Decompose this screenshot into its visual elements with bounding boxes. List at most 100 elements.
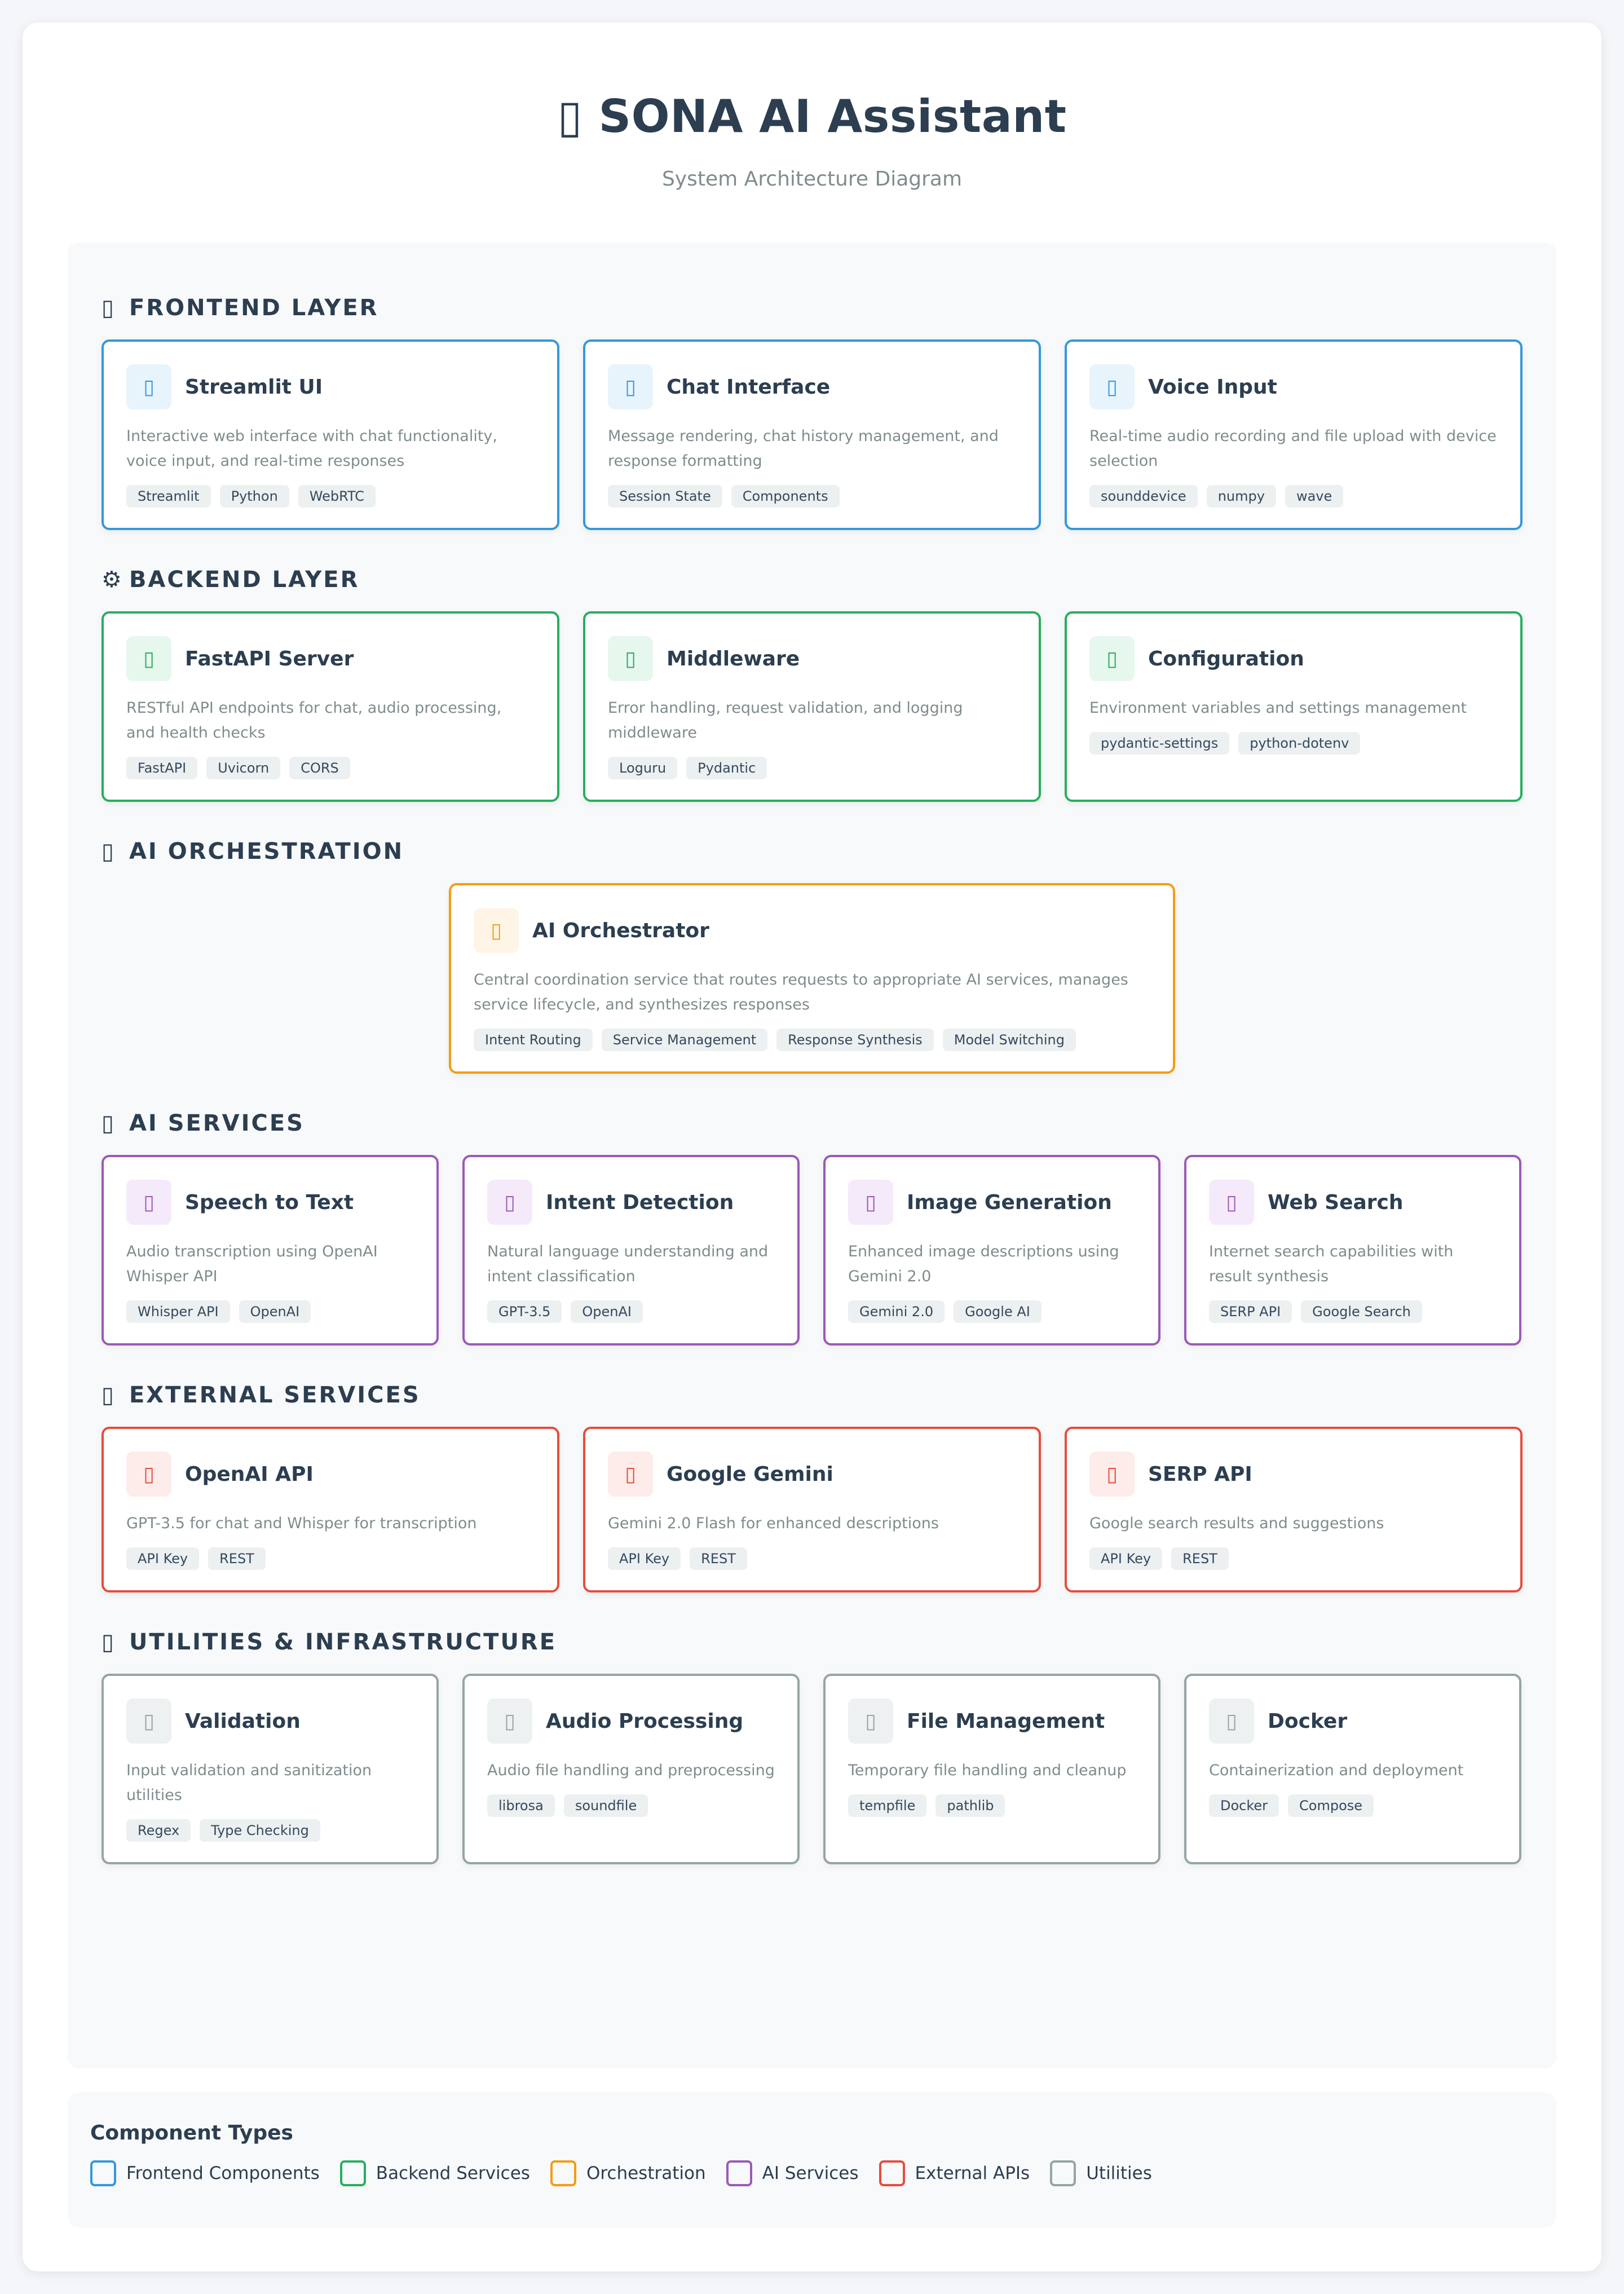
tech-tag: REST [690, 1547, 747, 1570]
card-header: ▯ Speech to Text [126, 1180, 414, 1225]
card-title: Intent Detection [546, 1190, 734, 1214]
header: ▯ SONA AI Assistant System Architecture … [23, 23, 1601, 191]
card-header: ▯Google Gemini [608, 1452, 1016, 1497]
card-description: Environment variables and settings manag… [1089, 699, 1467, 717]
card-header: ▯Docker [1209, 1699, 1497, 1744]
chat-icon: ▯ [608, 364, 653, 409]
section-title: ▯ AI SERVICES [102, 1109, 1522, 1138]
card-description: Interactive web interface with chat func… [126, 427, 497, 470]
architecture-diagram: ▯ FRONTEND LAYER ▯Streamlit UI Interactive… [68, 242, 1556, 2068]
tech-tag: Streamlit [126, 485, 211, 508]
section-title-text: AI SERVICES [129, 1110, 304, 1136]
speech-icon: ▯ [126, 1180, 171, 1225]
serp-icon: ▯ [1089, 1452, 1135, 1497]
tech-tag: librosa [487, 1794, 555, 1817]
tech-tag: OpenAI [239, 1300, 311, 1323]
card-header: ▯Chat Interface [608, 364, 1016, 409]
folder-icon: ▯ [848, 1699, 893, 1744]
target-icon: ▯ [487, 1180, 532, 1225]
tech-tag: Whisper API [126, 1300, 230, 1323]
ai-icon: ▯ [102, 1110, 116, 1136]
tech-tag: numpy [1206, 485, 1276, 508]
legend-item: Backend Services [339, 2160, 530, 2186]
card-description: Gemini 2.0 Flash for enhanced descriptio… [608, 1515, 939, 1532]
section-title-text: FRONTEND LAYER [129, 295, 379, 321]
page-title-text: SONA AI Assistant [598, 90, 1067, 143]
card-description: Temporary file handling and cleanup [848, 1762, 1127, 1779]
legend-title: Component Types [90, 2121, 293, 2145]
legend-item: AI Services [726, 2160, 859, 2186]
card-header: ▯Image Generation [848, 1180, 1136, 1225]
legend-swatch [879, 2160, 905, 2186]
tech-tag: Response Synthesis [776, 1029, 934, 1051]
server-icon: ▯ [126, 636, 171, 681]
tech-tag: Intent Routing [474, 1029, 593, 1051]
card-header: ▯ SERP API [1089, 1452, 1498, 1497]
tech-tag: GPT-3.5 [487, 1300, 562, 1323]
card-description: Audio transcription using OpenAI Whisper… [126, 1243, 378, 1285]
section-title: ▯ AI ORCHESTRATION [102, 837, 1522, 866]
section-title-text: UTILITIES & INFRASTRUCTURE [129, 1629, 557, 1655]
card-title: Speech to Text [185, 1190, 354, 1214]
card-description: Audio file handling and preprocessing [487, 1762, 775, 1779]
tech-tag: Service Management [601, 1029, 768, 1051]
section-frontend: ▯ FRONTEND LAYER ▯Streamlit UI Interactive… [102, 293, 1522, 530]
image-icon: ▯ [848, 1180, 893, 1225]
tag-list: SERP API Google Search [1209, 1300, 1497, 1323]
tag-list: sounddevice numpy wave [1089, 485, 1498, 508]
tech-tag: SERP API [1209, 1300, 1292, 1323]
component-card: ▯Streamlit UI Interactive web interface w… [102, 339, 559, 530]
robot-icon: ▯ [557, 90, 583, 143]
tech-tag: OpenAI [571, 1300, 643, 1323]
tech-tag: Google Search [1301, 1300, 1422, 1323]
tech-tag: sounddevice [1089, 485, 1198, 508]
tech-tag: wave [1285, 485, 1344, 508]
docker-icon: ▯ [1209, 1699, 1254, 1744]
card-title: SERP API [1148, 1462, 1252, 1486]
audio-icon: ▯ [487, 1699, 532, 1744]
card-description: Message rendering, chat history manageme… [608, 427, 999, 470]
tech-tag: FastAPI [126, 757, 198, 779]
microphone-icon: ▯ [1089, 364, 1135, 409]
section-title-text: AI ORCHESTRATION [129, 839, 404, 864]
card-title: File Management [907, 1709, 1105, 1733]
card-description: Containerization and deployment [1209, 1762, 1464, 1779]
card-description: GPT-3.5 for chat and Whisper for transcr… [126, 1515, 477, 1532]
legend-item: External APIs [879, 2160, 1030, 2186]
section-title: ▯ EXTERNAL SERVICES [102, 1380, 1522, 1410]
card-header: ▯Voice Input [1089, 364, 1498, 409]
card-description: Central coordination service that routes… [474, 971, 1128, 1013]
tag-list: Intent Routing Service Management Response… [474, 1029, 1150, 1051]
tech-tag: pathlib [935, 1794, 1005, 1817]
card-description: Error handling, request validation, and … [608, 699, 963, 742]
tech-tag: Python [219, 485, 289, 508]
frontend-icon: ▯ [102, 295, 116, 321]
card-description: Natural language understanding and inten… [487, 1243, 769, 1285]
card-header: ▯Streamlit UI [126, 364, 535, 409]
legend-swatch [726, 2160, 752, 2186]
check-icon: ▯ [126, 1699, 171, 1744]
